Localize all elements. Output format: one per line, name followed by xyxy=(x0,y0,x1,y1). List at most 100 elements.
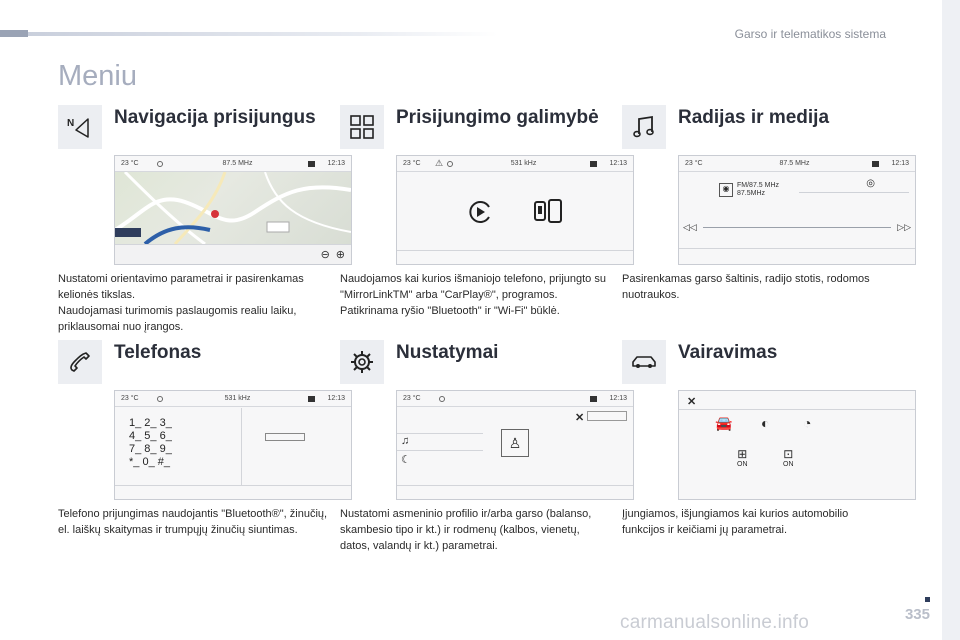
night-mode-icon[interactable]: ☾ xyxy=(401,454,411,466)
navigation-arrow-icon: N xyxy=(58,105,102,149)
frequency: 531 kHz xyxy=(224,395,251,402)
keypad-row[interactable]: 4_ 5_ 6_ xyxy=(129,430,172,442)
settings-field[interactable] xyxy=(587,411,627,421)
keypad[interactable]: 1_ 2_ 3_ 4_ 5_ 6_ 7_ 8_ 9_ *_ 0_ #_ xyxy=(129,417,172,469)
location-icon xyxy=(157,395,163,402)
section-description: Pasirenkamas garso šaltinis, radijo stot… xyxy=(622,273,870,301)
status-bar: 23 °C 12:13 xyxy=(397,391,633,407)
connectivity-screen-thumbnail: 23 °C ⚠ 531 kHz 12:13 xyxy=(396,155,634,265)
clock: 12:13 xyxy=(327,395,345,402)
settings-gear-icon xyxy=(340,340,384,384)
footer-marker xyxy=(925,597,930,602)
temperature: 23 °C xyxy=(685,160,703,167)
location-icon xyxy=(157,160,163,167)
source-icon[interactable]: ◎ xyxy=(866,178,875,189)
section-description: Naudojamos kai kurios išmaniojo telefono… xyxy=(340,273,606,317)
clock: 12:13 xyxy=(327,160,345,167)
temperature: 23 °C xyxy=(121,160,139,167)
section-title: Radijas ir medija xyxy=(678,107,830,128)
section-description: Telefono prijungimas naudojantis "Blueto… xyxy=(58,508,328,536)
radio-screen-thumbnail: 23 °C 87.5 MHz 12:13 ◉ FM/87.5 MHz 87.5M… xyxy=(678,155,916,265)
temperature: 23 °C xyxy=(121,395,139,402)
signal-icon xyxy=(308,160,315,167)
page-number: 335 xyxy=(904,606,930,623)
header-accent-bar xyxy=(0,30,28,37)
section-description: Nustatomi orientavimo parametrai ir pasi… xyxy=(58,273,304,333)
music-note-icon xyxy=(622,105,666,149)
toggle-state: ON xyxy=(783,461,794,468)
location-icon xyxy=(447,160,454,167)
profile-button[interactable]: ♙ xyxy=(501,429,529,457)
divider xyxy=(799,192,909,193)
station-frequency: 87.5MHz xyxy=(737,190,766,197)
station-band: FM/87.5 MHz xyxy=(737,182,780,189)
light-icon[interactable]: ◐ xyxy=(761,415,770,431)
zoom-out-icon[interactable]: ⊖ xyxy=(320,249,330,261)
signal-icon xyxy=(308,395,315,402)
parking-toggle[interactable]: ⊞ ON xyxy=(737,447,748,468)
zoom-in-icon[interactable]: ⊕ xyxy=(335,249,345,261)
connectivity-grid-icon xyxy=(340,105,384,149)
keypad-divider xyxy=(241,408,242,485)
dial-display xyxy=(265,433,305,441)
temperature: 23 °C xyxy=(403,395,421,402)
frequency: 531 kHz xyxy=(510,160,537,167)
seek-back-icon[interactable]: ◁◁ xyxy=(683,222,697,232)
toggle-state: ON xyxy=(737,461,748,468)
navigation-screen-thumbnail: 23 °C 87.5 MHz 12:13 ⊖ ⊕ xyxy=(114,155,352,265)
temperature: 23 °C xyxy=(403,160,421,167)
vehicle-toggle[interactable]: ⊡ ON xyxy=(783,447,794,468)
screen-bottom-bar xyxy=(115,485,351,499)
settings-screen-thumbnail: 23 °C 12:13 ✕ ♫ ☾ ♙ xyxy=(396,390,634,500)
tuning-bar: ◁◁ ▷▷ xyxy=(683,222,911,233)
section-title: Navigacija prisijungus xyxy=(114,107,316,128)
chapter-title: Garso ir telematikos sistema xyxy=(734,27,886,41)
section-title: Vairavimas xyxy=(678,342,778,363)
map-view xyxy=(115,170,351,246)
driving-header-line xyxy=(679,409,915,410)
telephone-screen-thumbnail: 23 °C 531 kHz 12:13 1_ 2_ 3_ 4_ 5_ 6_ 7_… xyxy=(114,390,352,500)
keypad-row[interactable]: *_ 0_ #_ xyxy=(129,456,170,468)
driver-assist-icon[interactable]: 🚘 xyxy=(715,415,733,431)
driving-screen-thumbnail: ✕ 🚘 ◐ ◔ ⊞ ON ⊡ ON xyxy=(678,390,916,500)
close-icon[interactable]: ✕ xyxy=(575,412,585,424)
frequency: 87.5 MHz xyxy=(222,160,253,167)
page-edge-strip xyxy=(942,0,960,640)
phone-handset-icon xyxy=(58,340,102,384)
screen-bottom-bar xyxy=(397,485,633,499)
carplay-icon[interactable] xyxy=(467,199,493,225)
watermark: carmanualsonline.info xyxy=(620,612,810,633)
keypad-row[interactable]: 7_ 8_ 9_ xyxy=(129,443,172,455)
screen-bottom-bar xyxy=(397,250,633,264)
signal-icon xyxy=(590,160,597,167)
section-description: Nustatomi asmeninio profilio ir/arba gar… xyxy=(340,508,592,552)
clock: 12:13 xyxy=(891,160,909,167)
location-icon xyxy=(439,395,445,402)
section-title: Telefonas xyxy=(114,342,202,363)
seek-forward-icon[interactable]: ▷▷ xyxy=(897,222,911,232)
app-icons-area xyxy=(397,173,633,250)
section-description: Įjungiamos, išjungiamos kai kurios autom… xyxy=(622,508,849,536)
settings-list: ♫ ☾ xyxy=(397,421,483,485)
close-icon[interactable]: ✕ xyxy=(687,396,697,408)
mirrorlink-icon[interactable] xyxy=(533,198,563,225)
page-title: Meniu xyxy=(58,60,137,92)
signal-icon xyxy=(872,160,879,167)
screen-bottom-bar xyxy=(679,248,915,264)
gauge-icon[interactable]: ◔ xyxy=(803,415,812,431)
status-bar: 23 °C 87.5 MHz 12:13 xyxy=(679,156,915,172)
status-bar: 23 °C 531 kHz 12:13 xyxy=(115,391,351,407)
status-bar: 23 °C 87.5 MHz 12:13 xyxy=(115,156,351,172)
station-info: ◉ FM/87.5 MHz 87.5MHz xyxy=(719,182,779,198)
map-toolbar: ⊖ ⊕ xyxy=(115,244,351,264)
section-title: Prisijungimo galimybė xyxy=(396,107,599,128)
svg-text:N: N xyxy=(67,118,74,129)
header-rule xyxy=(28,32,498,36)
keypad-row[interactable]: 1_ 2_ 3_ xyxy=(129,417,172,429)
section-title: Nustatymai xyxy=(396,342,499,363)
audio-settings-icon[interactable]: ♫ xyxy=(401,435,410,447)
frequency: 87.5 MHz xyxy=(779,160,810,167)
status-bar: 23 °C ⚠ 531 kHz 12:13 xyxy=(397,156,633,172)
car-icon xyxy=(622,340,666,384)
clock: 12:13 xyxy=(609,160,627,167)
